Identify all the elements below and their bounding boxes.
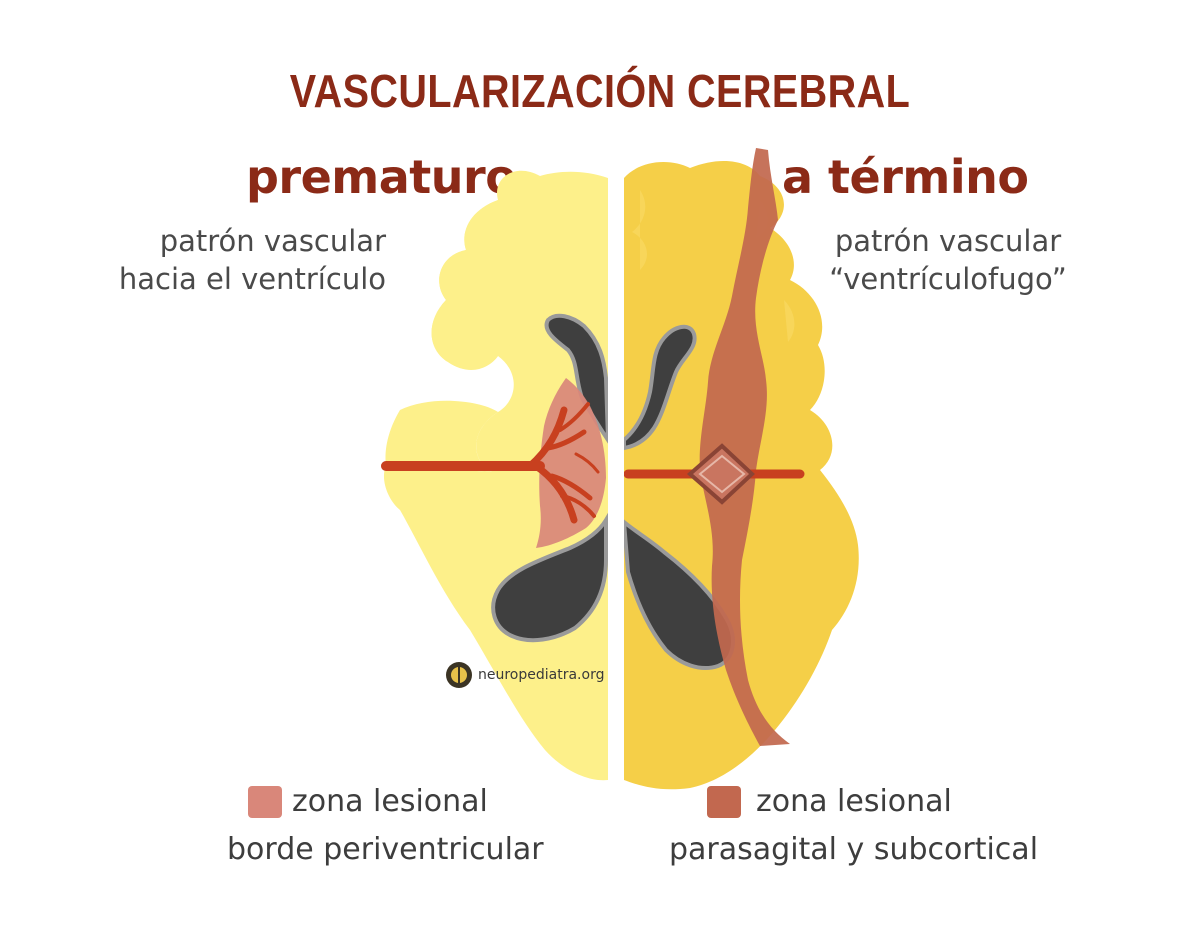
term-vessels	[623, 443, 805, 505]
midline-divider	[608, 140, 624, 790]
premature-ventricle-horn	[491, 512, 608, 643]
watermark: neuropediatra.org	[446, 662, 604, 688]
watermark-text: neuropediatra.org	[478, 667, 605, 683]
term-legend-label: zona lesional	[756, 784, 952, 819]
premature-hemisphere-lower	[385, 400, 498, 472]
premature-legend-detail: borde periventricular	[227, 832, 544, 867]
diagram-title: VASCULARIZACIÓN CEREBRAL	[289, 65, 911, 117]
premature-pattern-line2: hacia el ventrículo	[118, 262, 386, 296]
premature-pattern: patrón vascular hacia el ventrículo	[96, 222, 386, 298]
term-legend-swatch	[707, 786, 741, 818]
premature-vessels	[381, 402, 600, 524]
premature-hemisphere-upper	[431, 200, 527, 370]
term-pattern-line2: “ventrículofugo”	[829, 262, 1067, 296]
term-ventricle	[622, 324, 697, 451]
periventricular-lesion	[536, 378, 606, 548]
premature-legend-label: zona lesional	[292, 784, 488, 819]
premature-pattern-line1: patrón vascular	[159, 224, 386, 258]
brain-logo-icon	[446, 662, 472, 688]
term-legend-detail: parasagital y subcortical	[669, 832, 1039, 867]
term-heading: a término	[782, 150, 1029, 204]
term-pattern: patrón vascular “ventrículofugo”	[808, 222, 1088, 298]
premature-legend-swatch	[248, 786, 282, 818]
term-pattern-line1: patrón vascular	[834, 224, 1062, 258]
premature-heading: prematuro	[246, 150, 517, 204]
parasagittal-lesion	[699, 148, 790, 746]
